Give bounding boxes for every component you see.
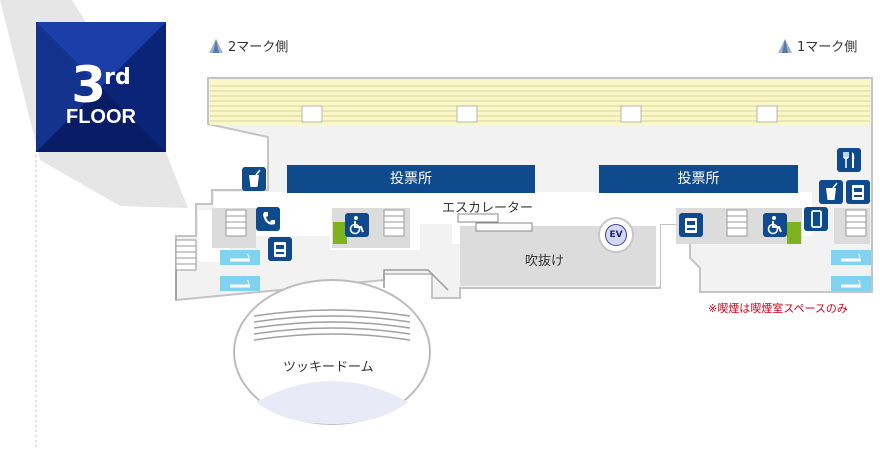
- side-label-left-text: 2マーク側: [228, 40, 289, 55]
- dome: [233, 279, 431, 425]
- phone-icon[interactable]: [256, 207, 280, 231]
- badge-facets: [36, 22, 166, 152]
- floor-badge: 3rd FLOOR: [36, 22, 166, 152]
- wheelchair-icon[interactable]: [345, 213, 369, 237]
- drink-icon[interactable]: [242, 167, 266, 191]
- elevator-label: EV: [605, 224, 627, 246]
- floor-number-suffix: rd: [104, 65, 131, 90]
- floor-number-digit: 3: [71, 56, 106, 114]
- drink-icon[interactable]: [819, 180, 843, 204]
- smoking-room: [831, 276, 871, 291]
- mark-icon: [778, 38, 792, 53]
- smoking-room: [220, 250, 260, 265]
- dome-label: ツッキードーム: [283, 360, 374, 375]
- side-label-right-text: 1マーク側: [797, 40, 858, 55]
- smoking-icon: [841, 253, 861, 262]
- smoking-note: ※喫煙は喫煙室スペースのみ: [708, 302, 848, 315]
- smoking-room: [831, 250, 871, 265]
- escalators: [457, 213, 533, 232]
- elevator: EV: [598, 217, 634, 253]
- smoking-room: [220, 276, 260, 291]
- accessible-area: [787, 222, 801, 244]
- escalator-label: エスカレーター: [442, 201, 534, 216]
- atm-icon[interactable]: [268, 237, 292, 261]
- smoking-icon: [230, 279, 250, 288]
- restaurant-icon[interactable]: [837, 148, 861, 172]
- ticket-booth-right: 投票所: [599, 165, 798, 193]
- accessible-area: [333, 222, 347, 244]
- seat-entrances: [301, 105, 778, 123]
- atm-icon[interactable]: [846, 180, 870, 204]
- floor-number: 3rd: [36, 60, 166, 110]
- smartphone-icon[interactable]: [804, 207, 828, 231]
- smoking-icon: [841, 279, 861, 288]
- atm-icon[interactable]: [679, 213, 703, 237]
- atrium-label: 吹抜け: [525, 254, 565, 269]
- side-label-left: 2マーク側: [207, 36, 288, 55]
- stairs: [175, 209, 867, 271]
- smoking-icon: [230, 253, 250, 262]
- ticket-booth-left: 投票所: [287, 165, 535, 193]
- mark-icon: [209, 38, 223, 53]
- wheelchair-icon[interactable]: [763, 213, 787, 237]
- railings: [175, 269, 449, 300]
- side-label-right: 1マーク側: [776, 36, 857, 55]
- floor-label: FLOOR: [66, 106, 136, 128]
